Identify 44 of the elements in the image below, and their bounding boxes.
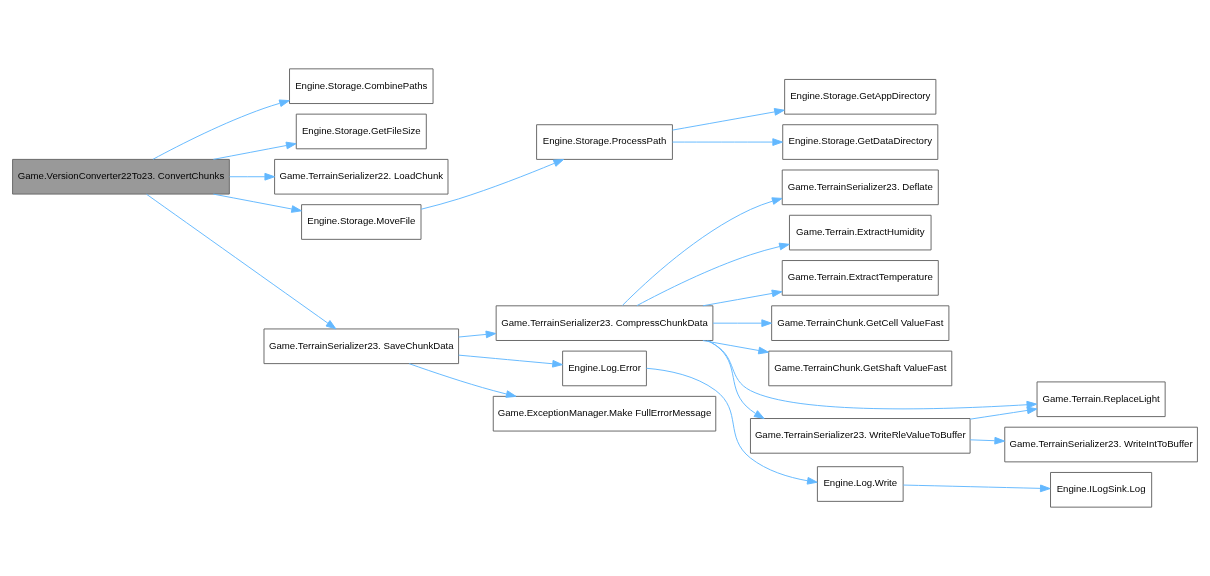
arrow <box>672 138 783 146</box>
arrow <box>708 340 765 419</box>
arrow <box>212 193 302 213</box>
node-box: Engine.Storage.GetDataDirectory <box>782 124 939 160</box>
node-box: Game.TerrainSerializer23. SaveChunkData <box>263 328 460 365</box>
arrow <box>969 406 1038 420</box>
arrow <box>458 354 563 368</box>
node-box: Game.Terrain.ExtractHumidity <box>789 214 932 251</box>
node-box: Game.ExceptionManager.Make FullErrorMessage <box>492 395 717 432</box>
node-box: Engine.Log.Write <box>816 466 904 502</box>
arrow <box>969 436 1005 445</box>
arrow <box>636 242 790 307</box>
node-box: Engine.Storage.GetFileSize <box>295 113 427 150</box>
arrow <box>458 330 497 339</box>
arrow <box>706 340 1038 410</box>
node-box: Engine.Storage.MoveFile <box>301 204 422 240</box>
node-box: Game.TerrainSerializer22. LoadChunk <box>274 158 449 195</box>
arrow <box>621 197 783 306</box>
arrow <box>229 172 276 181</box>
arrow <box>420 159 564 210</box>
node-box: Game.TerrainSerializer23. WriteRleValueToBuffer <box>750 418 971 454</box>
arrow <box>212 141 297 160</box>
arrow <box>902 484 1051 493</box>
node-box: Game.TerrainChunk.GetCell ValueFast <box>771 305 950 341</box>
arrow <box>646 367 818 485</box>
arrow <box>408 363 517 398</box>
node-box: Game.Terrain.ReplaceLight <box>1036 381 1166 418</box>
node-box: Engine.Storage.GetAppDirectory <box>784 78 937 115</box>
node-box: Engine.Storage.CombinePaths <box>289 68 434 104</box>
node-box: Engine.Log.Error <box>562 350 647 387</box>
node-box: Game.Terrain.ExtractTemperature <box>781 260 939 296</box>
node-box: Game.VersionConverter22To23. ConvertChunks <box>12 158 230 195</box>
arrow <box>702 289 783 307</box>
node-box: Game.TerrainSerializer23. CompressChunkData <box>495 305 714 341</box>
node-box: Engine.ILogSink.Log <box>1050 472 1153 508</box>
arrow <box>152 99 290 160</box>
arrow <box>146 193 337 330</box>
node-box: Engine.Storage.ProcessPath <box>536 124 673 160</box>
arrow <box>672 108 785 131</box>
arrow <box>702 340 769 355</box>
node-box: Game.TerrainSerializer23. Deflate <box>781 169 939 206</box>
node-box: Game.TerrainChunk.GetShaft ValueFast <box>768 350 953 387</box>
node-box: Game.TerrainSerializer23. WriteIntToBuffer <box>1004 426 1198 463</box>
arrow <box>712 319 772 327</box>
